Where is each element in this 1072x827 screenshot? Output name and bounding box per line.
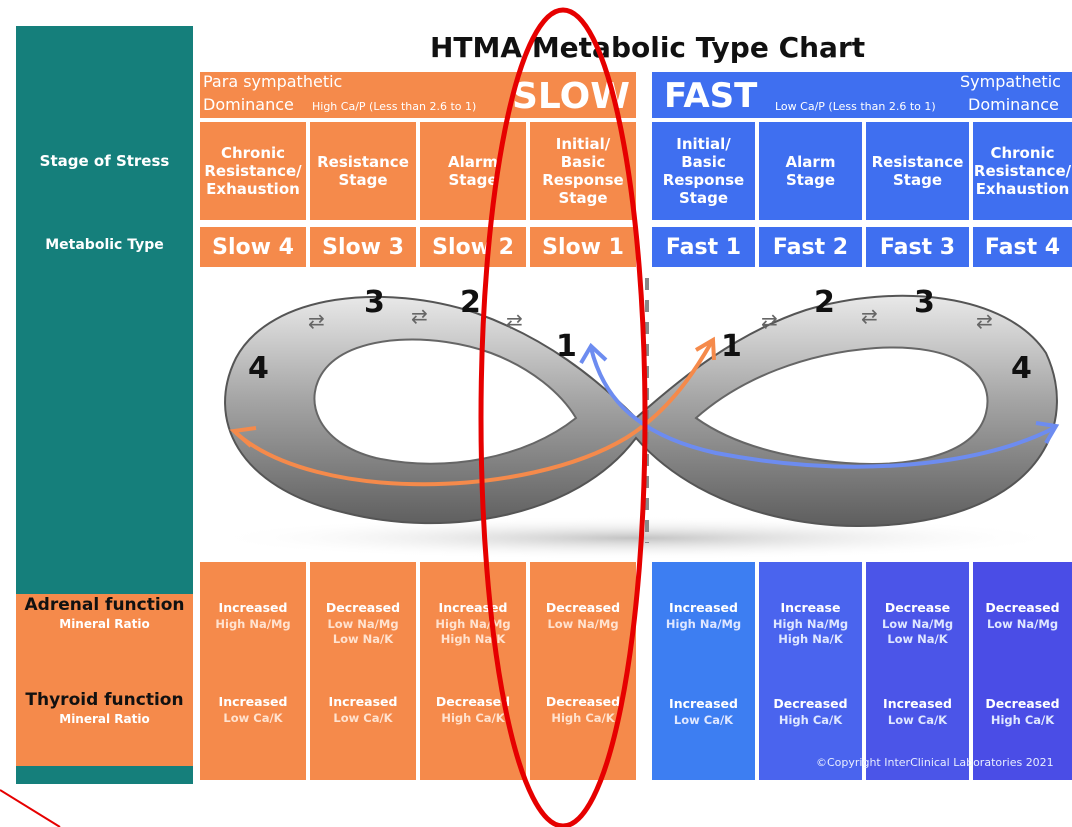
fast-thyroid-1-main: Increased [669,696,738,711]
loop-number-fast-2: 2 [814,285,835,320]
fast-adrenal-3-main: Decrease [884,600,951,615]
fast-type-1: Fast 1 [652,227,755,267]
label-thyroid-title: Thyroid function [25,690,184,710]
fast-header [652,72,1072,118]
slow-adrenal-2-sub: High Na/Mg High Na/K [435,617,511,646]
slow-thyroid-3-sub: Low Ca/K [333,711,393,725]
fast-adrenal-1-sub: High Na/Mg [665,617,742,631]
slow-adrenal-3-main: Decreased [325,600,401,615]
loop-number-fast-4: 4 [1011,351,1032,386]
label-metabolic-type: Metabolic Type [45,237,164,253]
infinity-loop-right-hole [694,346,989,465]
slow-adrenal-4-main: Increased [218,600,288,615]
fast-stage-4: Chronic Resistance/ Exhaustion [973,122,1072,220]
slow-thyroid-1-sub: High Ca/K [551,711,615,725]
slow-stage-2: Alarm Stage [420,122,526,220]
fast-function-col-1 [652,562,755,780]
slow-stage-4: Chronic Resistance/ Exhaustion [200,122,306,220]
fast-function-col-2 [759,562,862,780]
loop-number-fast-1: 1 [721,329,742,364]
red-highlight-ellipse [478,7,648,827]
fast-thyroid-2-sub: High Ca/K [778,713,843,727]
fast-adrenal-4-main: Decreased [985,600,1060,615]
swap-arrows-icon: ⇄ [411,304,428,328]
loop-number-slow-4: 4 [248,351,269,386]
fast-thyroid-4-main: Decreased [985,696,1060,711]
fast-dominance-line2: Dominance [968,95,1059,114]
slow-thyroid-2-main: Decreased [435,694,511,709]
slow-thyroid-1-main: Decreased [545,694,621,709]
fast-ratio-note: Low Ca/P (Less than 2.6 to 1) [775,100,936,113]
slow-thyroid-4-sub: Low Ca/K [223,711,283,725]
chart-title: HTMA Metabolic Type Chart [430,31,866,64]
swap-arrows-icon: ⇄ [861,304,878,328]
fast-label: FAST [664,76,758,116]
fast-adrenal-2-sub: High Na/Mg High Na/K [772,617,849,646]
swap-arrows-icon: ⇄ [308,309,325,333]
swap-arrows-icon: ⇄ [506,309,523,333]
slow-type-1: Slow 1 [530,227,636,267]
slow-thyroid-4-main: Increased [218,694,288,709]
slow-adrenal-3-sub: Low Na/Mg Low Na/K [327,617,399,646]
slow-thyroid-2-sub: High Ca/K [441,711,505,725]
slow-stage-1: Initial/ Basic Response Stage [530,122,636,220]
copyright-notice: ©Copyright InterClinical Laboratories 20… [816,756,1054,769]
slow-header [200,72,636,118]
fast-type-4: Fast 4 [973,227,1072,267]
fast-thyroid-2-main: Decreased [773,696,848,711]
swap-arrows-icon: ⇄ [976,309,993,333]
fast-stage-1: Initial/ Basic Response Stage [652,122,755,220]
swap-arrows-icon: ⇄ [761,309,778,333]
slow-function-col-2 [420,562,526,780]
fast-adrenal-2-main: Increase [780,600,841,615]
slow-type-4: Slow 4 [200,227,306,267]
fast-thyroid-3-main: Increased [883,696,952,711]
slow-type-3: Slow 3 [310,227,416,267]
label-stage-of-stress: Stage of Stress [39,152,170,170]
fast-stage-2: Alarm Stage [759,122,862,220]
fast-adrenal-3-sub: Low Na/Mg Low Na/K [881,617,954,646]
slow-function-col-3 [310,562,416,780]
slow-dominance-line1: Para sympathetic [203,72,343,91]
slow-adrenal-4-sub: High Na/Mg [215,617,291,631]
fast-thyroid-3-sub: Low Ca/K [887,713,948,727]
label-adrenal-sub: Mineral Ratio [59,617,150,631]
fast-thyroid-4-sub: High Ca/K [990,713,1055,727]
label-adrenal-title: Adrenal function [24,595,185,615]
orange-flow-arrow [234,342,713,487]
loop-number-fast-3: 3 [914,285,935,320]
fast-dominance-line1: Sympathetic [960,72,1061,91]
infinity-loop-illustration: 4 3 2 1 1 2 3 4 ⇄ ⇄ ⇄ ⇄ ⇄ ⇄ [206,278,1066,558]
fast-adrenal-4-sub: Low Na/Mg [986,617,1059,631]
loop-number-slow-1: 1 [556,329,577,364]
fast-type-3: Fast 3 [866,227,969,267]
infinity-loop-left-hole [313,338,578,465]
blue-flow-arrow [589,347,1055,469]
fast-stage-3: Resistance Stage [866,122,969,220]
fast-function-col-3 [866,562,969,780]
slow-adrenal-1-main: Decreased [545,600,621,615]
fast-function-col-4 [973,562,1072,780]
slow-thyroid-3-main: Increased [328,694,398,709]
fast-type-2: Fast 2 [759,227,862,267]
red-annotation-line [0,789,61,827]
slow-function-col-1 [530,562,636,780]
label-thyroid-sub: Mineral Ratio [59,712,150,726]
fast-thyroid-1-sub: Low Ca/K [673,713,734,727]
slow-ratio-note: High Ca/P (Less than 2.6 to 1) [312,100,477,113]
fast-adrenal-1-main: Increased [669,600,738,615]
loop-number-slow-3: 3 [364,285,385,320]
slow-dominance-line2: Dominance [203,95,294,114]
slow-function-col-4 [200,562,306,780]
slow-type-2: Slow 2 [420,227,526,267]
label-adrenal-function [16,594,193,766]
slow-adrenal-1-sub: Low Na/Mg [547,617,619,631]
loop-number-slow-2: 2 [460,285,481,320]
slow-stage-3: Resistance Stage [310,122,416,220]
